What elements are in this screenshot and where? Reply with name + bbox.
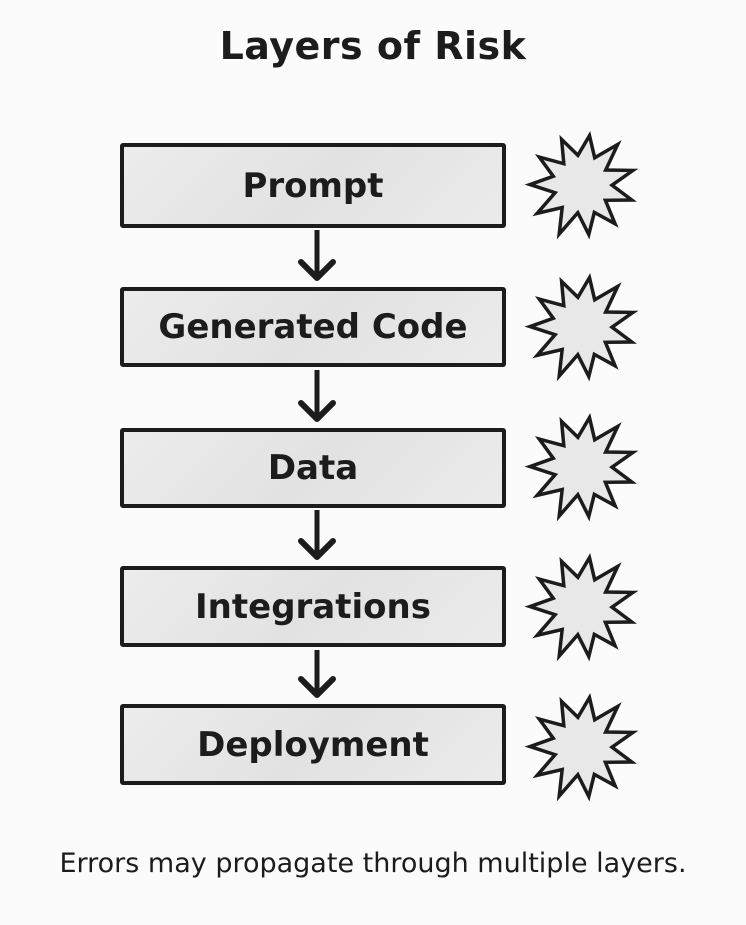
risk-starburst-icon xyxy=(524,552,639,662)
down-arrow-icon xyxy=(298,230,336,281)
caption: Errors may propagate through multiple la… xyxy=(59,848,687,879)
down-arrow-icon xyxy=(298,510,336,560)
risk-starburst-icon xyxy=(524,412,639,522)
layer-box-generated-code: Generated Code xyxy=(120,287,506,367)
risk-starburst-icon xyxy=(524,130,639,240)
down-arrow-icon xyxy=(298,370,336,422)
risk-starburst-icon xyxy=(524,272,639,382)
risk-starburst-icon xyxy=(524,692,639,802)
down-arrow-icon xyxy=(298,650,336,698)
layer-box-data: Data xyxy=(120,428,506,508)
layer-box-deployment: Deployment xyxy=(120,704,506,785)
diagram-title: Layers of Risk xyxy=(219,24,527,68)
layer-box-prompt: Prompt xyxy=(120,143,506,228)
layer-box-integrations: Integrations xyxy=(120,566,506,647)
